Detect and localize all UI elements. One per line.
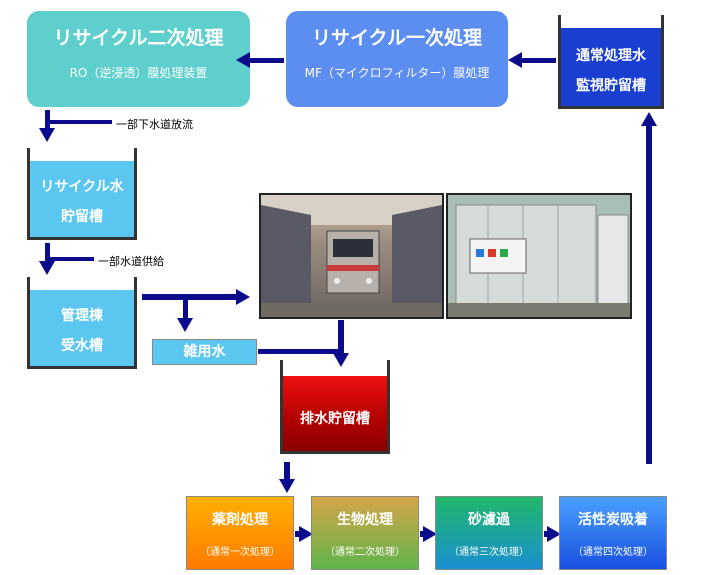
step-biological-sub: （通常二次処理） [325,547,405,558]
treatment-plant-photo [446,193,632,319]
sewer-branch-line [48,120,112,124]
arrow-head [299,526,313,542]
recycle-tank-line2: 貯留槽 [61,209,103,225]
supply-branch-line [48,257,94,261]
arrow-head [508,52,522,68]
note-water-supply: 一部水道供給 [98,255,164,268]
arrow-monitor-to-primary [520,58,556,63]
train-wash-illustration [261,195,442,317]
note-sewer-discharge: 一部下水道放流 [116,118,193,131]
arrow-drain-to-chemical [284,462,290,480]
arrow-head [333,353,349,367]
arrow-wash-to-drain [338,320,344,354]
recycle-secondary-box: リサイクル二次処理 RO（逆浸透）膜処理装置 [27,11,250,107]
arrow-recycle-to-admin-tank [45,243,50,263]
step-sand-title: 砂濾過 [468,512,510,528]
step-chemical-treatment: 薬剤処理 （通常一次処理） [186,496,294,570]
monitor-tank-line2: 監視貯留槽 [576,78,646,94]
arrow-head [641,112,657,126]
step-chemical-sub: （通常一次処理） [200,547,280,558]
recycle-tank-line1: リサイクル水 [40,179,124,195]
recycle-primary-title: リサイクル一次処理 [311,27,483,49]
arrow-primary-to-secondary [250,58,284,63]
recycle-secondary-subtitle: RO（逆浸透）膜処理装置 [69,66,208,80]
admin-tank-line2: 受水槽 [61,338,103,354]
arrow-head [279,479,295,493]
recycle-primary-box: リサイクル一次処理 MF（マイクロフィルター）膜処理 [286,11,508,107]
arrow-to-misc-water [183,297,188,319]
admin-tank-line1: 管理棟 [61,308,103,324]
arrow-carbon-to-monitor [646,126,652,464]
train-wash-photo [259,193,444,319]
misc-water-label: 雑用水 [183,344,226,360]
step-biological-treatment: 生物処理 （通常二次処理） [311,496,419,570]
arrow-head [236,52,250,68]
arrow-head [177,318,193,332]
arrow-admin-to-train-wash [142,294,238,300]
monitor-tank-line1: 通常処理水 [576,48,646,64]
step-carbon-title: 活性炭吸着 [578,512,648,528]
step-sand-filtration: 砂濾過 （通常三次処理） [435,496,543,570]
arrow-head [547,526,561,542]
monitor-tank: 通常処理水 監視貯留槽 [558,15,664,109]
step-biological-title: 生物処理 [337,512,393,528]
treatment-plant-illustration [448,195,630,317]
drain-tank-label: 排水貯留槽 [300,411,370,427]
step-activated-carbon: 活性炭吸着 （通常四次処理） [559,496,667,570]
arrow-secondary-to-recycle-tank [45,110,50,130]
step-chemical-title: 薬剤処理 [212,512,268,528]
recycle-secondary-title: リサイクル二次処理 [53,27,224,49]
misc-water-box: 雑用水 [152,339,257,365]
arrow-head [423,526,437,542]
recycle-water-tank: リサイクル水 貯留槽 [27,148,137,240]
arrow-head [39,261,55,275]
drain-storage-tank: 排水貯留槽 [280,360,390,454]
arrow-head [236,289,250,305]
recycle-primary-subtitle: MF（マイクロフィルター）膜処理 [304,66,490,80]
arrow-head [39,128,55,142]
step-carbon-sub: （通常四次処理） [573,547,653,558]
admin-water-tank: 管理棟 受水槽 [27,277,137,369]
step-sand-sub: （通常三次処理） [449,547,529,558]
arrow-misc-to-drain [258,349,344,354]
